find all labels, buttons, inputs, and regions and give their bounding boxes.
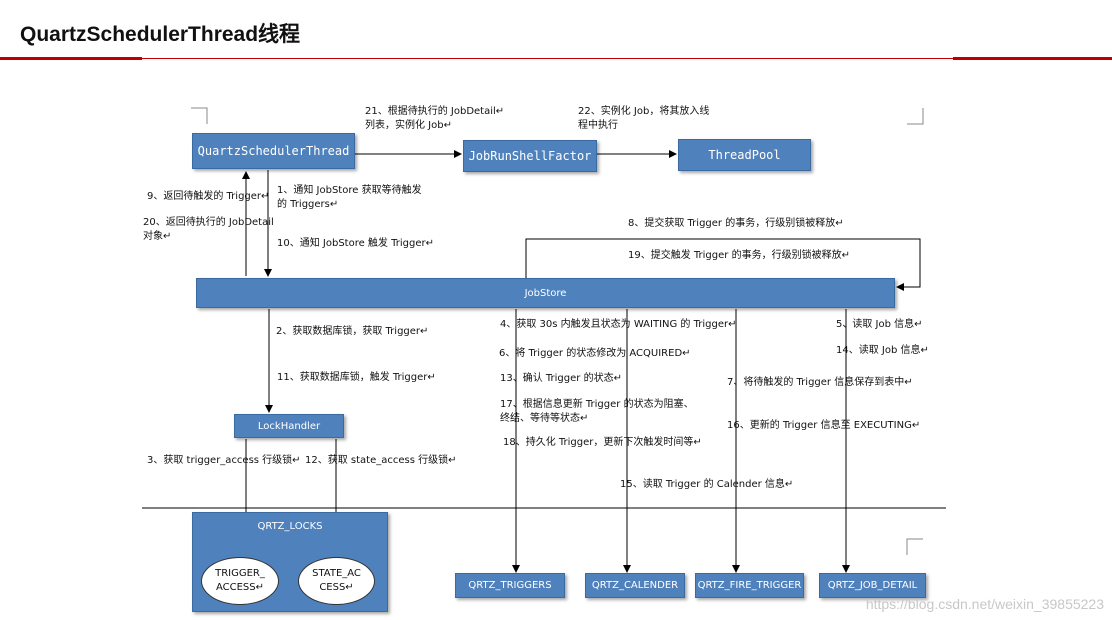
step-15-label: 15、读取 Trigger 的 Calender 信息↵ — [620, 479, 794, 490]
step-11-label: 11、获取数据库锁，触发 Trigger↵ — [277, 372, 436, 383]
step-7-label: 7、将待触发的 Trigger 信息保存到表中↵ — [727, 377, 913, 388]
thread-pool-box: ThreadPool — [678, 139, 811, 171]
step-21-label: 21、根据待执行的 JobDetail↵ — [365, 106, 505, 117]
state-access-lock: STATE_AC CESS↵ — [298, 557, 375, 605]
step-1-label-cont: 的 Triggers↵ — [277, 199, 339, 210]
job-store-box: JobStore — [196, 278, 895, 308]
qrtz-calender-table: QRTZ_CALENDER — [585, 573, 685, 598]
step-22-label: 22、实例化 Job，将其放入线 — [578, 106, 710, 117]
qrtz-fire-trigger-table: QRTZ_FIRE_TRIGGER — [695, 573, 804, 598]
qrtz-triggers-table: QRTZ_TRIGGERS — [455, 573, 565, 598]
step-18-label: 18、持久化 Trigger，更新下次触发时间等↵ — [503, 437, 702, 448]
step-9-label: 9、返回待触发的 Trigger↵ — [147, 191, 270, 202]
job-run-shell-factor-box: JobRunShellFactor — [463, 140, 597, 172]
step-20-label: 20、返回待执行的 JobDetail — [143, 217, 274, 228]
step-1-label: 1、通知 JobStore 获取等待触发 — [277, 185, 422, 196]
step-8-label: 8、提交获取 Trigger 的事务，行级别锁被释放↵ — [628, 218, 844, 229]
step-16-label: 16、更新的 Trigger 信息至 EXECUTING↵ — [727, 420, 921, 431]
step-6-label: 6、将 Trigger 的状态修改为 ACQUIRED↵ — [499, 348, 691, 359]
step-14-label: 14、读取 Job 信息↵ — [836, 345, 929, 356]
step-22-label-cont: 程中执行 — [578, 120, 618, 131]
watermark: https://blog.csdn.net/weixin_39855223 — [865, 596, 1104, 612]
qrtz-locks-label: QRTZ_LOCKS — [257, 521, 323, 532]
step-2-label: 2、获取数据库锁，获取 Trigger↵ — [276, 326, 429, 337]
step-13-label: 13、确认 Trigger 的状态↵ — [500, 373, 622, 384]
step-20-label-cont: 对象↵ — [143, 231, 172, 242]
step-4-label: 4、获取 30s 内触发且状态为 WAITING 的 Trigger↵ — [500, 319, 737, 330]
quartz-scheduler-thread-box: QuartzSchedulerThread — [192, 133, 355, 169]
step-19-label: 19、提交触发 Trigger 的事务，行级别锁被释放↵ — [628, 250, 850, 261]
step-17-label-cont: 终结、等待等状态↵ — [500, 413, 589, 424]
step-12-label: 12、获取 state_access 行级锁↵ — [305, 455, 457, 466]
step-10-label: 10、通知 JobStore 触发 Trigger↵ — [277, 238, 434, 249]
step-21-label-cont: 列表，实例化 Job↵ — [365, 120, 452, 131]
step-3-label: 3、获取 trigger_access 行级锁↵ — [147, 455, 301, 466]
step-5-label: 5、读取 Job 信息↵ — [836, 319, 923, 330]
qrtz-job-detail-table: QRTZ_JOB_DETAIL — [819, 573, 926, 598]
step-17-label: 17、根据信息更新 Trigger 的状态为阻塞、 — [500, 399, 694, 410]
page-title: QuartzSchedulerThread线程 — [20, 23, 301, 46]
lock-handler-box: LockHandler — [234, 414, 344, 438]
trigger-access-lock: TRIGGER_ ACCESS↵ — [201, 557, 279, 605]
